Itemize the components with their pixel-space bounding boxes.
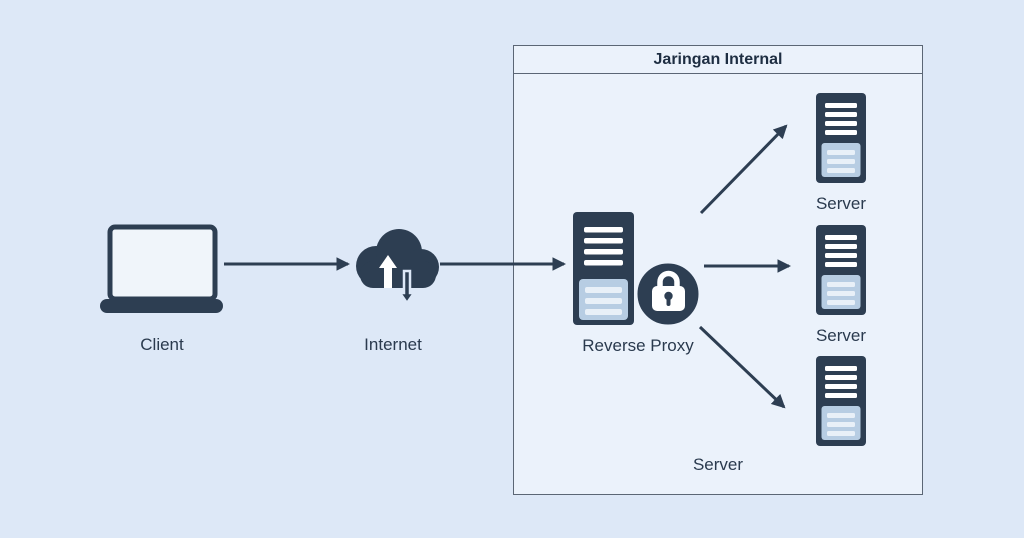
arrow-proxy-to-server-bottom [698,325,786,409]
padlock-icon [634,260,702,328]
server-icon [816,93,866,183]
server-icon [816,356,866,446]
reverse-proxy-server-icon [573,212,634,325]
cloud-icon [356,229,439,306]
server-bottom-label: Server [692,455,744,474]
server-middle-label: Server [815,326,867,345]
download-arrow-icon [397,269,417,306]
server-top-label: Server [815,194,867,213]
server-icon [816,225,866,315]
upload-arrow-icon [379,255,397,288]
reverse-proxy-label: Reverse Proxy [582,336,694,355]
internal-network-title: Jaringan Internal [514,46,922,74]
arrow-proxy-to-server-top [699,124,788,215]
client-label: Client [140,335,184,354]
laptop-icon [100,224,223,313]
internet-label: Internet [364,335,422,354]
